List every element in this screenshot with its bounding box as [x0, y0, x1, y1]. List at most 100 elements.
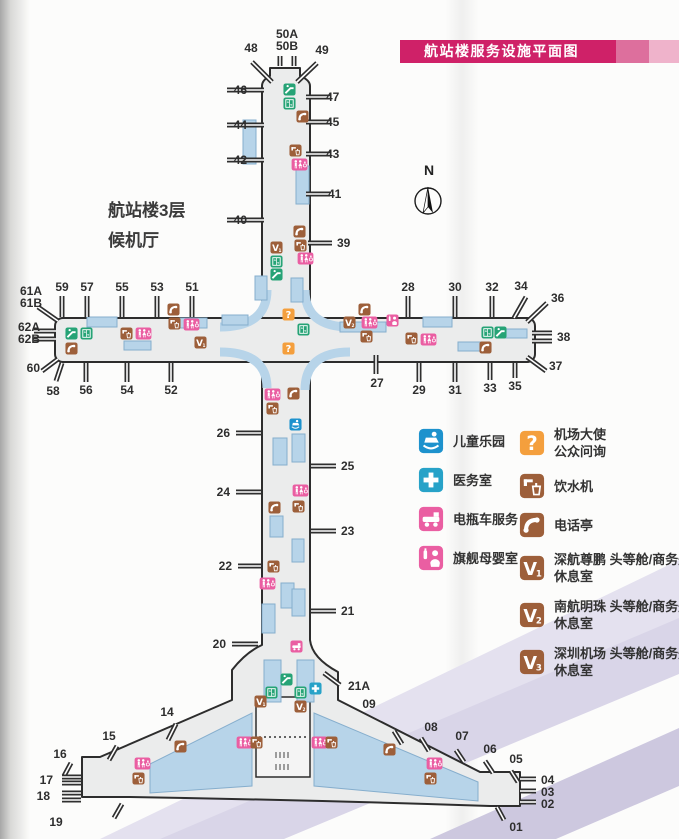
gate-label-41: 41 [328, 187, 342, 201]
gate-bridge-tick-inner [513, 296, 527, 319]
gate-bridge-tick-inner [484, 760, 494, 774]
facility-phone-icon [479, 341, 492, 354]
gate-label-18: 18 [37, 789, 51, 803]
gate-bridge-tick-inner [496, 806, 505, 821]
facility-drink-icon [405, 332, 418, 345]
page-title-banner: 航站楼服务设施平面图 [400, 40, 616, 63]
facility-elev-icon [283, 97, 296, 110]
gate-bridge-tick-inner [526, 302, 548, 323]
gate-label-38: 38 [557, 330, 571, 344]
gate-label-26: 26 [217, 426, 231, 440]
gate-label-60: 60 [27, 361, 41, 375]
gate-label-21: 21 [341, 604, 355, 618]
compass-north-label: N [423, 162, 435, 178]
facility-drink-icon [266, 402, 279, 415]
legend-q-icon [519, 430, 545, 456]
gate-label-07: 07 [455, 729, 469, 743]
gate-label-22: 22 [219, 559, 233, 573]
gate-label-37: 37 [549, 359, 563, 373]
banner-accent-block-2 [649, 40, 679, 63]
facility-esc-icon [65, 327, 78, 340]
moving-walkway [291, 433, 306, 463]
gate-label-56: 56 [79, 383, 93, 397]
gate-label-28: 28 [401, 280, 415, 294]
gate-label-16: 16 [53, 747, 67, 761]
facility-v2-icon [294, 700, 307, 713]
gate-bridge-tick-inner [55, 362, 63, 382]
stripe-2 [430, 728, 679, 839]
facility-drink-icon [120, 327, 133, 340]
gate-label-52: 52 [164, 383, 178, 397]
legend-item-phone: 电话亭 [519, 512, 679, 538]
gate-label-46: 46 [234, 83, 248, 97]
gate-label-48: 48 [244, 41, 258, 55]
gate-label-35: 35 [508, 379, 522, 393]
moving-walkway [290, 277, 304, 303]
legend-baby-icon [418, 545, 444, 571]
legend-label: 儿童乐园 [453, 433, 506, 449]
concourse-horizontal [54, 317, 536, 363]
facility-wc-icon [426, 757, 443, 770]
gate-label-50A: 50A [276, 27, 298, 41]
gate-label-09: 09 [362, 697, 376, 711]
facility-phone-icon [383, 743, 396, 756]
facility-drink-icon [424, 772, 437, 785]
facility-drink-icon [267, 560, 280, 573]
legend-phone-icon [519, 512, 545, 538]
legend-label: 深圳机场 头等舱/商务舱休息室 [554, 646, 679, 678]
legend-med-icon [418, 467, 444, 493]
gate-label-31: 31 [448, 383, 462, 397]
moving-walkway [295, 165, 310, 205]
gate-label-04: 04 [541, 773, 555, 787]
facility-wc-icon [264, 388, 281, 401]
facility-wc-icon [183, 318, 200, 331]
moving-walkway [291, 588, 306, 617]
legend-item-v2: 南航明珠 头等舱/商务舱休息室 [519, 598, 679, 632]
facility-wc-icon [297, 252, 314, 265]
facility-wc-icon [420, 333, 437, 346]
gate-label-55: 55 [115, 280, 129, 294]
facility-wc-icon [135, 327, 152, 340]
facility-phone-icon [296, 110, 309, 123]
gate-label-39: 39 [337, 236, 351, 250]
gate-label-36: 36 [551, 291, 565, 305]
gate-label-06: 06 [483, 742, 497, 756]
facility-phone-icon [167, 303, 180, 316]
facility-phone-icon [358, 303, 371, 316]
moving-walkway [242, 119, 257, 165]
facility-drink-icon [325, 736, 338, 749]
gate-bridge-tick-inner [420, 737, 430, 752]
gate-bridge-tick-inner [323, 672, 341, 686]
gate-label-27: 27 [370, 376, 384, 390]
gate-label-62B: 62B [18, 332, 40, 346]
gate-label-19: 19 [49, 815, 63, 829]
gate-label-50B: 50B [276, 39, 298, 53]
gate-label-20: 20 [213, 637, 227, 651]
legend-label: 医务室 [453, 472, 493, 488]
legend-v2-icon [519, 602, 545, 628]
facility-phone-icon [293, 225, 306, 238]
gate-label-29: 29 [412, 383, 426, 397]
legend-child-icon [418, 428, 444, 454]
gate-label-34: 34 [514, 279, 528, 293]
gate-bridge-tick-inner [393, 730, 403, 745]
gate-label-23: 23 [341, 524, 355, 538]
facility-drink-icon [360, 330, 373, 343]
moving-walkway [123, 340, 152, 351]
gate-label-42: 42 [234, 153, 248, 167]
gate-label-57: 57 [80, 280, 94, 294]
facility-elev-icon [297, 323, 310, 336]
gate-label-62A: 62A [18, 320, 40, 334]
legend-column-2: 机场大使公众问询饮水机电话亭深航尊鹏 头等舱/商务舱休息室南航明珠 头等舱/商务… [519, 426, 679, 692]
legend-item-cart: 电瓶车服务 [418, 506, 518, 532]
legend-item-v3: 深圳机场 头等舱/商务舱休息室 [519, 645, 679, 679]
moving-walkway [269, 515, 284, 538]
facility-child-icon [289, 418, 302, 431]
legend-item-v1: 深航尊鹏 头等舱/商务舱休息室 [519, 551, 679, 585]
legend-cart-icon [418, 506, 444, 532]
facility-cart-icon [290, 640, 303, 653]
facility-esc-icon [280, 673, 293, 686]
gate-label-15: 15 [102, 729, 116, 743]
facility-phone-icon [287, 387, 300, 400]
